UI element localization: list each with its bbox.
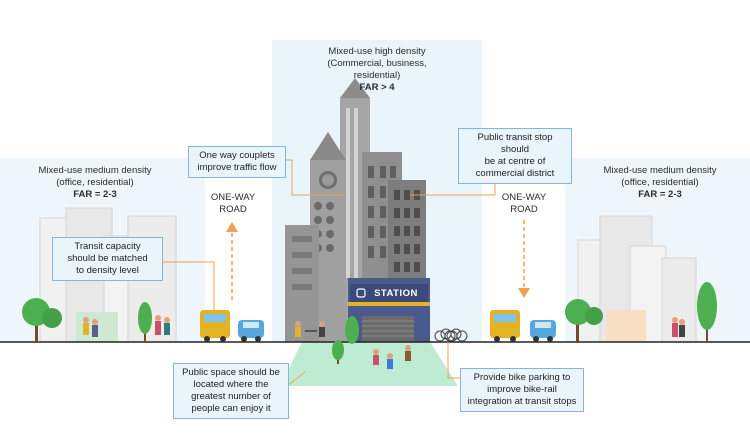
bike-parking-line3: integration at transit stops — [467, 396, 577, 407]
transit-stop-callout: Public transit stop should be at centre … — [458, 128, 572, 184]
right-road-line2: ROAD — [510, 204, 538, 215]
right-zone-line2: (office, residential) — [621, 177, 699, 188]
capacity-line1: Transit capacity — [74, 241, 141, 252]
one-way-couplets-callout: One way couplets improve traffic flow — [188, 146, 286, 178]
left-zone-far: FAR = 2-3 — [73, 189, 117, 200]
one-way-callout-line1: One way couplets — [199, 150, 275, 161]
left-zone-line1: Mixed-use medium density — [38, 165, 152, 176]
right-zone-far: FAR = 2-3 — [638, 189, 682, 200]
center-zone-line3: residential) — [353, 70, 401, 81]
trees — [22, 282, 717, 364]
right-road-label: ONE-WAY ROAD — [494, 192, 554, 216]
left-road-line2: ROAD — [219, 204, 247, 215]
bike-parking-line2: improve bike-rail — [487, 384, 557, 395]
arrow-up-icon — [226, 222, 238, 232]
bike-parking-line1: Provide bike parking to — [473, 372, 571, 383]
capacity-line2: should be matched — [67, 253, 148, 264]
public-space-line4: people can enjoy it — [191, 403, 271, 414]
right-zone-label: Mixed-use medium density (office, reside… — [585, 165, 735, 201]
right-zone-line1: Mixed-use medium density — [603, 165, 717, 176]
capacity-line3: to density level — [76, 265, 139, 276]
vehicles — [200, 310, 556, 342]
left-road-label: ONE-WAY ROAD — [203, 192, 263, 216]
one-way-arrows — [226, 220, 530, 300]
transit-capacity-callout: Transit capacity should be matched to de… — [52, 237, 163, 281]
public-space-line2: located where the — [193, 379, 269, 390]
center-zone-label: Mixed-use high density (Commercial, busi… — [277, 46, 477, 94]
left-zone-line2: (office, residential) — [56, 177, 134, 188]
public-space-line3: greatest number of — [191, 391, 271, 402]
station-sign: STATION — [352, 286, 428, 302]
center-zone-line1: Mixed-use high density — [328, 46, 426, 57]
left-zone-label: Mixed-use medium density (office, reside… — [25, 165, 165, 201]
transit-stop-line2: be at centre of — [484, 156, 546, 167]
leader-lines — [163, 159, 496, 385]
one-way-callout-line2: improve traffic flow — [197, 162, 277, 173]
station-label: STATION — [374, 288, 418, 299]
center-zone-line2: (Commercial, business, — [327, 58, 427, 69]
bike-parking-callout: Provide bike parking to improve bike-rai… — [460, 368, 584, 412]
right-road-line1: ONE-WAY — [501, 192, 547, 203]
public-space-plaza — [280, 342, 458, 386]
left-road-line1: ONE-WAY — [210, 192, 256, 203]
train-icon — [356, 288, 366, 298]
center-zone-far: FAR > 4 — [359, 82, 395, 93]
arrow-down-icon — [518, 288, 530, 298]
transit-stop-line3: commercial district — [475, 168, 555, 179]
public-space-callout: Public space should be located where the… — [173, 363, 289, 419]
transit-stop-line1: Public transit stop should — [477, 132, 553, 155]
bike-rack — [434, 328, 468, 342]
people — [83, 315, 685, 369]
left-low-tower — [285, 225, 319, 342]
station-building — [348, 278, 430, 342]
public-space-line1: Public space should be — [182, 367, 280, 378]
